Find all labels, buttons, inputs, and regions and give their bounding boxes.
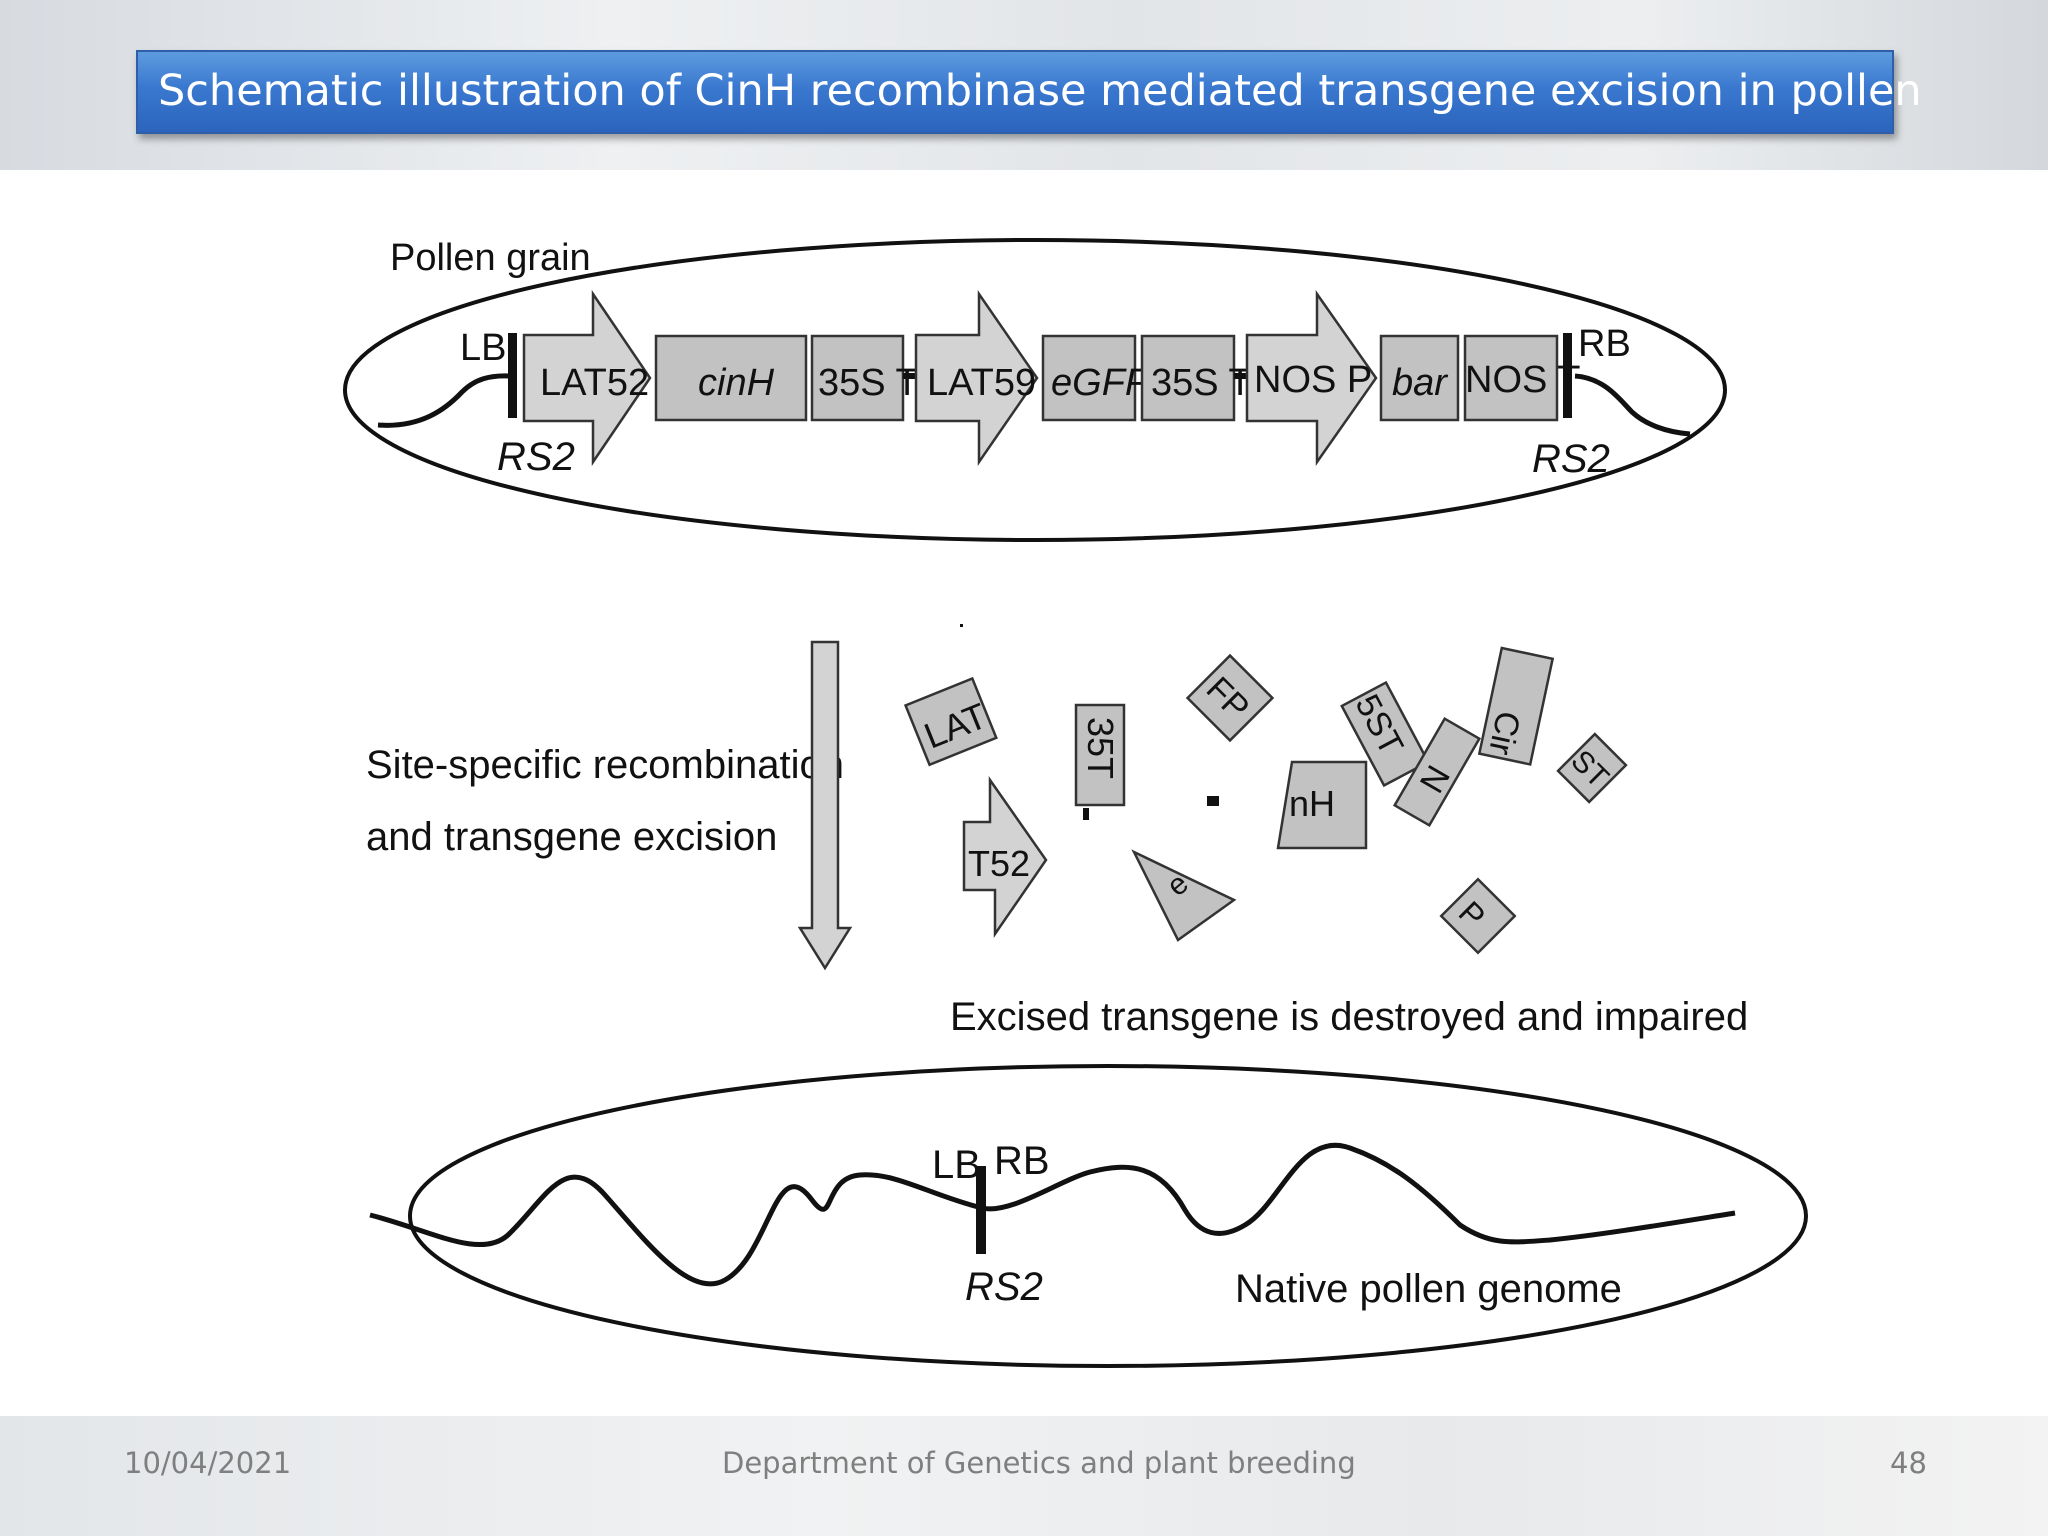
fragment-cir: Cir — [1477, 646, 1555, 766]
rs2-left-site — [508, 333, 517, 418]
genome-ellipse — [408, 1064, 1808, 1368]
right-dna-strand — [1574, 373, 1691, 437]
lat52-promoter-arrow — [522, 289, 652, 467]
svg-text:nH: nH — [1289, 783, 1335, 824]
svg-text:35T: 35T — [1080, 717, 1121, 779]
fragment-nh: nH — [1276, 760, 1368, 850]
native-genome-label: Native pollen genome — [1235, 1267, 1622, 1311]
bar-gene-box — [1379, 334, 1460, 422]
rs2-genome-site — [976, 1166, 986, 1254]
fragment-p: P — [1439, 877, 1517, 955]
rb-label: RB — [1578, 323, 1631, 365]
genome-lb-label: LB — [932, 1143, 981, 1187]
linker-2 — [1234, 373, 1246, 379]
footer-background — [0, 1416, 2048, 1536]
pollen-grain-label: Pollen grain — [390, 237, 591, 279]
genome-rb-label: RB — [994, 1139, 1050, 1183]
rs2-left-label: RS2 — [497, 435, 575, 479]
fragment-35t: 35T — [1074, 703, 1126, 807]
lat59-promoter-arrow — [914, 289, 1039, 467]
fragment-bit-2 — [1207, 796, 1219, 806]
genome-rs2-label: RS2 — [965, 1265, 1043, 1309]
pollen-grain: Pollen grain LB RB RS2 RS2 LAT52 cinH 35… — [343, 237, 1727, 542]
pollen-grain-ellipse — [343, 238, 1727, 542]
genome-dna-strand — [369, 1143, 1736, 1287]
lb-label: LB — [460, 327, 506, 369]
35s-terminator-box-1 — [810, 334, 905, 422]
fragment-st: ST — [1556, 732, 1628, 804]
footer-page-number: 48 — [1890, 1446, 1927, 1480]
title-bar: Schematic illustration of CinH recombina… — [136, 50, 1922, 134]
bar-label: bar — [1392, 362, 1448, 404]
rs2-right-label: RS2 — [1532, 437, 1610, 481]
fragment-n: N — [1392, 716, 1482, 828]
left-dna-strand — [377, 373, 511, 428]
fragment-fp: FP — [1185, 653, 1275, 743]
nos-terminator-box — [1463, 334, 1559, 422]
fragment-t52: T52 — [962, 776, 1048, 939]
process-label-line2: and transgene excision — [366, 815, 777, 859]
footer-date: 10/04/2021 — [124, 1446, 292, 1480]
fragment-dot — [960, 624, 963, 627]
egfp-gene-box — [1041, 334, 1137, 422]
down-process-arrow — [797, 640, 853, 971]
slide-title: Schematic illustration of CinH recombina… — [158, 66, 1922, 116]
excised-transgene-label: Excised transgene is destroyed and impai… — [950, 995, 1748, 1039]
35s-terminator-box-2 — [1140, 334, 1236, 422]
egfp-label: eGFP — [1051, 362, 1151, 404]
nos-promoter-arrow — [1245, 290, 1378, 466]
35s-t-label-1: 35S T — [818, 362, 919, 404]
svg-text:T52: T52 — [968, 843, 1030, 884]
nos-t-label: NOS T — [1465, 359, 1580, 401]
process-label-line1: Site-specific recombination — [366, 743, 844, 787]
lat52-label: LAT52 — [540, 362, 649, 404]
svg-text:Cir: Cir — [1481, 708, 1527, 758]
lat59-label: LAT59 — [927, 362, 1036, 404]
nos-p-label: NOS P — [1254, 359, 1372, 401]
excision-process: Site-specific recombination and transgen… — [366, 624, 1748, 1039]
footer-department: Department of Genetics and plant breedin… — [722, 1446, 1356, 1480]
rs2-right-site — [1563, 333, 1572, 418]
cinh-gene-box — [654, 334, 808, 422]
fragment-bit-1 — [1083, 808, 1089, 820]
fragment-lat: LAT — [903, 676, 998, 767]
native-genome: LB RB RS2 Native pollen genome — [369, 1064, 1808, 1368]
linker-1 — [903, 373, 915, 379]
fragment-e: e — [1131, 849, 1237, 942]
35s-t-label-2: 35S T — [1151, 362, 1252, 404]
cinh-label: cinH — [698, 362, 775, 404]
